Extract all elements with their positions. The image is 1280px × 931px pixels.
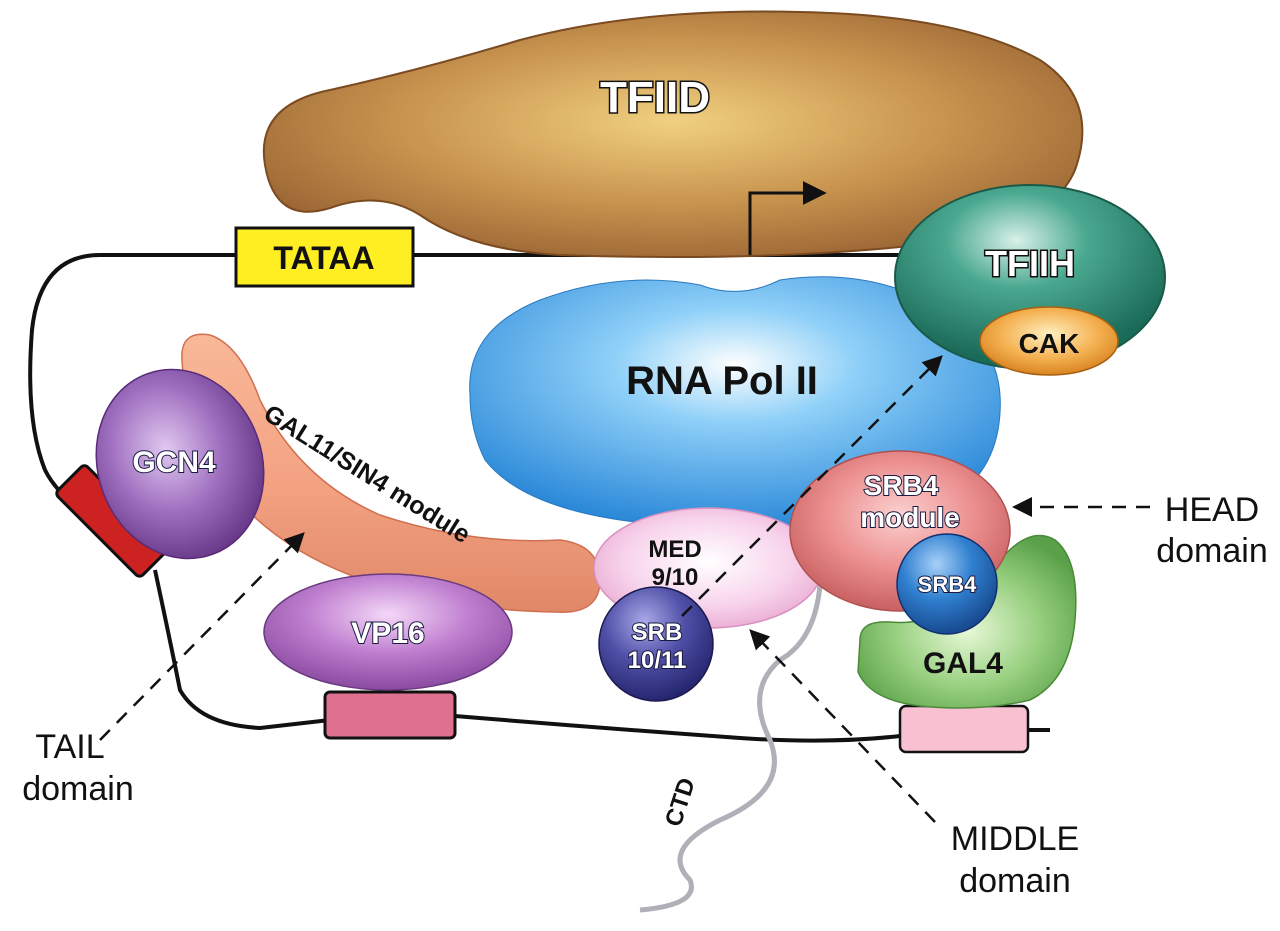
vp16-shape bbox=[263, 573, 513, 691]
vp16-binding-site bbox=[323, 690, 457, 740]
middle-domain-arrow bbox=[749, 629, 936, 823]
srb4-module-label-line1: SRB4 bbox=[864, 470, 939, 501]
ctd-tail bbox=[639, 584, 823, 913]
head-domain-label-line2: domain bbox=[1156, 532, 1268, 570]
middle-domain-label-line2: domain bbox=[959, 862, 1071, 900]
srb4-module-label-line2: module bbox=[860, 502, 960, 533]
srb4-label: SRB4 bbox=[918, 572, 977, 597]
tataa-label: TATAA bbox=[273, 240, 374, 276]
srb1011-label-line1: SRB bbox=[632, 619, 683, 646]
vp16-label: VP16 bbox=[351, 617, 424, 650]
gcn4-shape bbox=[95, 368, 265, 560]
tataa-box bbox=[234, 226, 415, 288]
gal4-binding-site bbox=[898, 704, 1030, 754]
tfiid-label: TFIID bbox=[600, 73, 710, 122]
tfiih-label: TFIIH bbox=[985, 243, 1075, 284]
tail-domain-label-line2: domain bbox=[22, 770, 134, 808]
srb1011-label-line2: 10/11 bbox=[628, 647, 687, 674]
srb4-shape bbox=[896, 533, 998, 635]
middle-domain-label-line1: MIDDLE bbox=[951, 820, 1079, 858]
transcription-start-arrow bbox=[748, 181, 827, 255]
head-domain-label-line1: HEAD bbox=[1165, 491, 1259, 529]
gal4-label: GAL4 bbox=[923, 647, 1003, 680]
med-label-line1: MED bbox=[648, 536, 701, 563]
tfiid-shape bbox=[262, 10, 1084, 259]
cak-label: CAK bbox=[1019, 328, 1080, 359]
tail-domain-label-line1: TAIL bbox=[35, 728, 104, 766]
gcn4-label: GCN4 bbox=[132, 446, 216, 479]
rna-pol-label: RNA Pol II bbox=[626, 359, 818, 403]
cak-shape bbox=[979, 306, 1119, 376]
srb-to-tfiih-arrow bbox=[681, 355, 943, 617]
srb1011-shape bbox=[598, 586, 714, 702]
ctd-label: CTD bbox=[660, 775, 701, 830]
